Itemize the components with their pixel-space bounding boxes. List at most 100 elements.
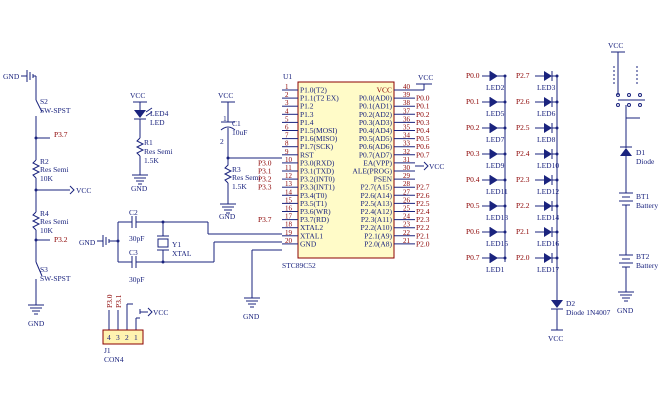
r4-ref: R4 <box>40 209 49 218</box>
led-right-symbol <box>544 253 552 263</box>
led-right-net: P2.3 <box>516 175 530 184</box>
led-right-net: P2.6 <box>516 97 530 106</box>
j1-type: CON4 <box>104 355 124 364</box>
gnd-chip: GND <box>243 312 260 321</box>
chip-right-pin-num: 39 <box>403 91 411 99</box>
chip-right-pin-name: P0.5(AD5) <box>359 134 393 143</box>
vcc-chip: VCC <box>418 73 433 82</box>
chip-right-pin-name: P0.3(AD3) <box>359 118 393 127</box>
r2-type: Res Semi <box>40 165 69 174</box>
chip-right-pin-num: 34 <box>403 132 411 140</box>
chip-right-pin-name: EA(VPP) <box>363 158 392 167</box>
chip-right-pin-name: P2.3(A11) <box>361 215 393 224</box>
led-junction <box>503 152 507 156</box>
chip-right-pin-num: 40 <box>403 83 411 91</box>
led-left-symbol <box>490 227 498 237</box>
j1-net-p30: P3.0 <box>105 294 114 308</box>
chip-right-pin-name: P0.0(AD0) <box>359 94 393 103</box>
chip-left-pin-name: GND <box>300 239 317 248</box>
chip-left-pin-num: 9 <box>285 148 289 156</box>
led-left-net: P0.0 <box>466 71 480 80</box>
chip-right-pin-name: ALE(PROG) <box>352 167 392 176</box>
led-left-symbol <box>490 253 498 263</box>
chip-right-pin-num: 35 <box>403 124 411 132</box>
led-right-net: P2.5 <box>516 123 530 132</box>
chip-right-pin-num: 22 <box>403 229 411 237</box>
chip-right-pin-num: 32 <box>403 148 411 156</box>
chip-right-pin-num: 21 <box>403 237 411 245</box>
led-left-net: P0.1 <box>466 97 480 106</box>
chip-right-net-label: P0.0 <box>416 94 430 103</box>
chip-left-pin-name: P1.5(MOSI) <box>300 126 338 135</box>
chip-left-pin-name: P1.2 <box>300 102 314 111</box>
led-name: LED17 <box>537 265 559 274</box>
chip-left-pin-num: 1 <box>285 83 289 91</box>
chip-left-pin-name: P3.5(T1) <box>300 199 327 208</box>
led-name: LED13 <box>486 213 508 222</box>
chip-right-pin-name: P2.1(A9) <box>364 231 392 240</box>
s3-ref: S3 <box>40 265 48 274</box>
vcc-led4: VCC <box>130 91 145 100</box>
chip-right-pin-name: P2.4(A12) <box>361 207 393 216</box>
c1-r3-block: VCC 1 2 C1 10uF R3 Res Semi 1.5K GND <box>218 91 282 221</box>
chip-right-pin-num: 37 <box>403 107 411 115</box>
s3-type: SW-SPST <box>40 274 71 283</box>
chip-left-pin-name: P3.0(RXD) <box>300 158 335 167</box>
led-junction <box>555 204 559 208</box>
led-junction <box>555 74 559 78</box>
led-right-symbol <box>544 123 552 133</box>
chip-right-net-label: P0.6 <box>416 142 430 151</box>
vcc-c1: VCC <box>218 91 233 100</box>
c1-val: 10uF <box>232 128 247 137</box>
chip-right-pin-name: P0.4(AD4) <box>359 126 393 135</box>
led-right-net: P2.2 <box>516 201 530 210</box>
led-name: LED1 <box>486 265 505 274</box>
chip-left-pin-name: P3.6(WR) <box>300 207 331 216</box>
bt2-ref: BT2 <box>636 252 650 261</box>
r1-val: 1.5K <box>144 156 159 165</box>
chip-right-net-label: P2.3 <box>416 215 430 224</box>
chip-left-pin-num: 18 <box>285 221 293 229</box>
led-junction <box>555 178 559 182</box>
led-right-symbol <box>544 175 552 185</box>
chip-left-pin-num: 12 <box>285 172 293 180</box>
led-left-net: P0.5 <box>466 201 480 210</box>
chip-left-pin-num: 2 <box>285 91 289 99</box>
chip-left-pin-num: 20 <box>285 237 293 245</box>
chip-right-net-label: P2.0 <box>416 239 430 248</box>
chip-right-net-label: P2.6 <box>416 191 430 200</box>
chip-right-net-label: P2.1 <box>416 231 430 240</box>
c3-ref: C3 <box>129 248 138 257</box>
chip-left-pin-num: 16 <box>285 205 293 213</box>
chip-right-pin-name: P2.7(A15) <box>361 183 393 192</box>
gnd-power: GND <box>617 306 634 315</box>
led-right-symbol <box>544 227 552 237</box>
led-name: LED3 <box>537 83 556 92</box>
led-junction <box>555 126 559 130</box>
chip-left-pin-num: 11 <box>285 164 292 172</box>
chip-left-pin-num: 4 <box>285 107 289 115</box>
led-name: LED16 <box>537 239 559 248</box>
chip-left-pin-name: P1.0(T2) <box>300 86 327 95</box>
j1-pin-4: 4 <box>107 333 111 342</box>
s2-ref: S2 <box>40 97 48 106</box>
net-p37-left: P3.7 <box>54 130 68 139</box>
d1-type: Diode <box>636 157 655 166</box>
chip-right-pin-num: 26 <box>403 196 411 204</box>
led-name: LED15 <box>486 239 508 248</box>
chip-left-pin-name: P3.2(INT0) <box>300 175 335 184</box>
r1-type: Res Semi <box>144 147 173 156</box>
chip-right-net-label: P0.5 <box>416 134 430 143</box>
crystal-block: GND C2 30pF C3 30pF Y1 XTAL <box>79 208 282 284</box>
chip-right-net-label: P2.5 <box>416 199 430 208</box>
chip-left-pin-num: 5 <box>285 115 289 123</box>
chip-right-pin-name: VCC <box>377 86 392 95</box>
led-junction <box>503 100 507 104</box>
chip-left-net-label: P3.2 <box>258 175 272 184</box>
bt2-type: Battery <box>636 261 658 270</box>
r2-val: 10K <box>40 174 54 183</box>
led-junction <box>503 230 507 234</box>
led-right-symbol <box>544 97 552 107</box>
chip-left-pin-name: P1.7(SCK) <box>300 142 334 151</box>
led-left-symbol <box>490 175 498 185</box>
